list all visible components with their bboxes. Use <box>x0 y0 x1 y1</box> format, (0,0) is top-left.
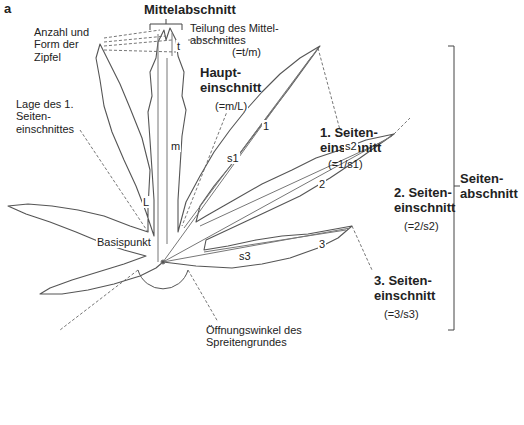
measure-letter: L <box>142 196 150 208</box>
bracket <box>150 19 460 330</box>
note: Lage des 1. Seiten- einschnittes <box>16 98 102 135</box>
cut-label: 3. Seiten- einschnitt <box>374 274 454 303</box>
point-label: Basispunkt <box>96 236 152 248</box>
formula: (=1/s1) <box>328 158 363 170</box>
formula: (=2/s2) <box>404 220 439 232</box>
cut-label: 1. Seiten- einschnitt <box>320 126 400 155</box>
measure-letter: s1 <box>226 152 240 164</box>
measure-letter: m <box>170 140 181 152</box>
base-angle-arc <box>138 270 188 289</box>
measure-letter: s2 <box>344 140 358 152</box>
panel-letter: a <box>4 2 11 17</box>
note: Teilung des Mittel- abschnittes <box>190 22 300 47</box>
measure-letter: s3 <box>238 250 252 262</box>
measure-letter: t <box>176 40 181 52</box>
formula: (=3/s3) <box>384 308 419 320</box>
measure-letter: 1 <box>262 120 270 132</box>
section-heading: Mittelabschnitt <box>144 3 236 18</box>
cut-label: Haupt- einschnitt <box>200 66 280 95</box>
leaf-outline <box>8 28 394 294</box>
section-heading: Seiten- abschnitt <box>460 172 520 201</box>
formula: (=t/m) <box>232 46 261 58</box>
measure-lines <box>158 33 392 264</box>
note: Anzahl und Form der Zipfel <box>34 26 104 63</box>
leader-lines <box>60 30 410 330</box>
note: Öffnungswinkel des Spreitengrundes <box>206 324 316 349</box>
formula: (=m/L) <box>214 100 248 112</box>
measure-letter: 2 <box>318 178 326 190</box>
measure-letter: 3 <box>318 238 326 250</box>
